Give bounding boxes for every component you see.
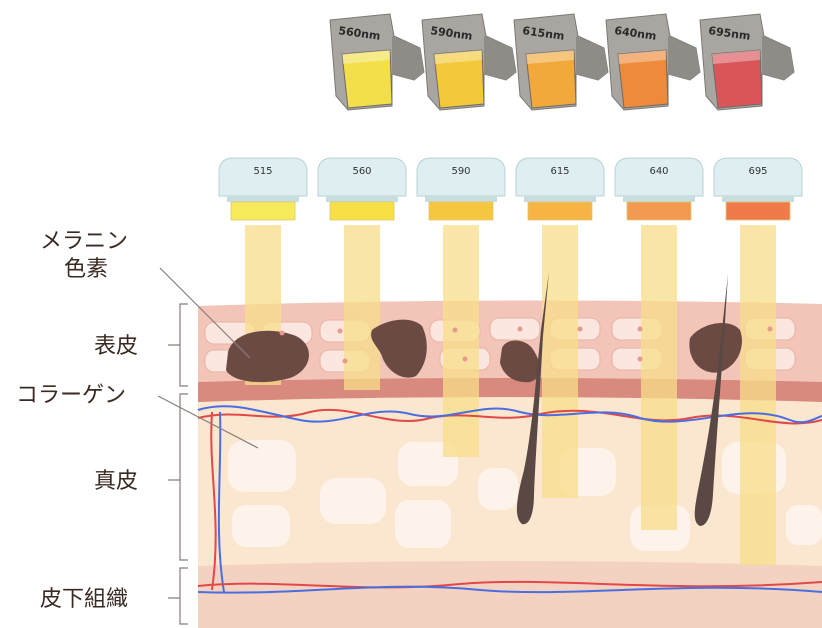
skin-cross-section	[197, 225, 822, 628]
beam-615	[542, 225, 578, 498]
label-subcutaneous: 皮下組織	[40, 587, 128, 612]
head-label: 590	[451, 166, 470, 177]
head-label: 515	[253, 166, 272, 177]
pointer-collagen	[157, 395, 259, 449]
head-filter	[230, 201, 296, 221]
filter-head-row: 515 560 590 615 640 695	[218, 157, 803, 221]
head-rim	[425, 196, 497, 202]
filter-head: 615	[515, 157, 605, 221]
filter-head: 695	[713, 157, 803, 221]
head-label: 695	[748, 166, 767, 177]
head-cap	[317, 157, 407, 197]
label-dermis: 真皮	[94, 469, 138, 494]
cartridge-label: 695nm	[708, 24, 752, 43]
head-rim	[227, 196, 299, 202]
melanin-spot-4	[689, 323, 742, 373]
cartridge-filter	[433, 49, 485, 109]
label-melanin-line1: メラニン	[40, 229, 128, 254]
head-filter	[527, 201, 593, 221]
cartridge-filter-shine	[342, 50, 390, 64]
hair-follicles	[516, 272, 728, 526]
head-rim	[722, 196, 794, 202]
cartridge-filter-shine	[618, 50, 666, 64]
cartridge-row: 560nm 590nm 615nm 640nm 695nm	[329, 13, 795, 111]
cartridge: 695nm	[699, 13, 795, 111]
head-filter	[428, 201, 494, 221]
head-filter	[725, 201, 791, 221]
cartridge-label: 590nm	[430, 24, 474, 43]
beam-590	[443, 225, 479, 457]
head-filter	[329, 201, 395, 221]
cartridge: 590nm	[421, 13, 517, 111]
cartridge-filter-shine	[712, 50, 760, 64]
head-cap	[515, 157, 605, 197]
label-melanin-line2: 色素	[64, 257, 108, 282]
deep-vein	[197, 585, 822, 594]
deep-artery	[197, 580, 822, 589]
cartridge: 640nm	[605, 13, 701, 111]
cartridge-label: 615nm	[522, 24, 566, 43]
cartridge-handle	[762, 36, 794, 80]
blood-vessels	[197, 405, 822, 594]
bracket-dermis	[168, 393, 188, 561]
cartridge-filter-shine	[526, 50, 574, 64]
cell-nuclei	[279, 326, 773, 364]
melanin-pigments	[226, 319, 742, 383]
filter-head: 640	[614, 157, 704, 221]
cartridge-handle	[576, 36, 608, 80]
beam-695	[740, 225, 776, 565]
filter-head: 590	[416, 157, 506, 221]
melanin-spot-1	[226, 330, 309, 383]
head-label: 560	[352, 166, 371, 177]
cartridge-handle	[668, 36, 700, 80]
melanin-spot-3	[500, 340, 540, 383]
pointer-melanin	[159, 267, 251, 359]
cartridge-filter	[711, 49, 763, 109]
vertical-vein	[217, 411, 225, 593]
artery	[197, 408, 822, 425]
melanin-spot-2	[371, 319, 427, 378]
cartridge-label: 640nm	[614, 24, 658, 43]
head-cap	[416, 157, 506, 197]
label-epidermis: 表皮	[94, 334, 138, 359]
vertical-artery	[210, 411, 217, 591]
cartridge-filter	[525, 49, 577, 109]
hair-follicle-2	[694, 274, 728, 526]
head-rim	[623, 196, 695, 202]
light-beams	[245, 225, 776, 565]
cartridge: 615nm	[513, 13, 609, 111]
head-rim	[524, 196, 596, 202]
bracket-subcutaneous	[168, 567, 188, 625]
beam-640	[641, 225, 677, 530]
cartridge-filter-shine	[434, 50, 482, 64]
cartridge: 560nm	[329, 13, 425, 111]
head-cap	[614, 157, 704, 197]
beam-560	[344, 225, 380, 390]
filter-head: 560	[317, 157, 407, 221]
label-collagen: コラーゲン	[16, 383, 126, 408]
cartridge-filter	[341, 49, 393, 109]
head-cap	[218, 157, 308, 197]
bracket-epidermis	[168, 303, 188, 387]
head-label: 640	[649, 166, 668, 177]
layer-brackets	[157, 267, 259, 625]
head-label: 615	[550, 166, 569, 177]
side-labels: メラニン 色素 表皮 コラーゲン 真皮 皮下組織	[16, 229, 138, 612]
cartridge-filter	[617, 49, 669, 109]
head-filter	[626, 201, 692, 221]
hair-follicle-1	[516, 272, 549, 525]
filter-head: 515	[218, 157, 308, 221]
head-rim	[326, 196, 398, 202]
cartridge-handle	[392, 36, 424, 80]
vein	[197, 405, 822, 424]
cartridge-handle	[484, 36, 516, 80]
head-cap	[713, 157, 803, 197]
cartridge-label: 560nm	[338, 24, 382, 43]
